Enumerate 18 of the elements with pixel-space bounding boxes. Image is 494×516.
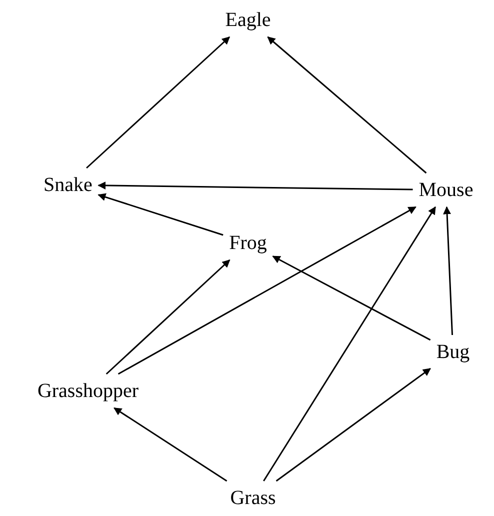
arrow	[86, 36, 230, 169]
arrow	[263, 206, 436, 482]
arrow	[98, 193, 224, 236]
species-label: Frog	[229, 232, 267, 254]
arrow	[118, 206, 416, 375]
arrow	[272, 256, 431, 341]
arrow	[98, 182, 413, 190]
species-label: Grass	[230, 487, 276, 509]
species-label: Mouse	[418, 179, 474, 201]
arrow	[276, 368, 431, 482]
species-label: Grasshopper	[37, 380, 139, 402]
species-label: Snake	[44, 174, 92, 196]
species-label: Eagle	[225, 9, 271, 31]
arrow	[443, 206, 454, 336]
arrow	[114, 407, 228, 482]
species-label: Bug	[436, 341, 470, 363]
arrow	[267, 36, 427, 174]
arrow	[106, 259, 230, 375]
